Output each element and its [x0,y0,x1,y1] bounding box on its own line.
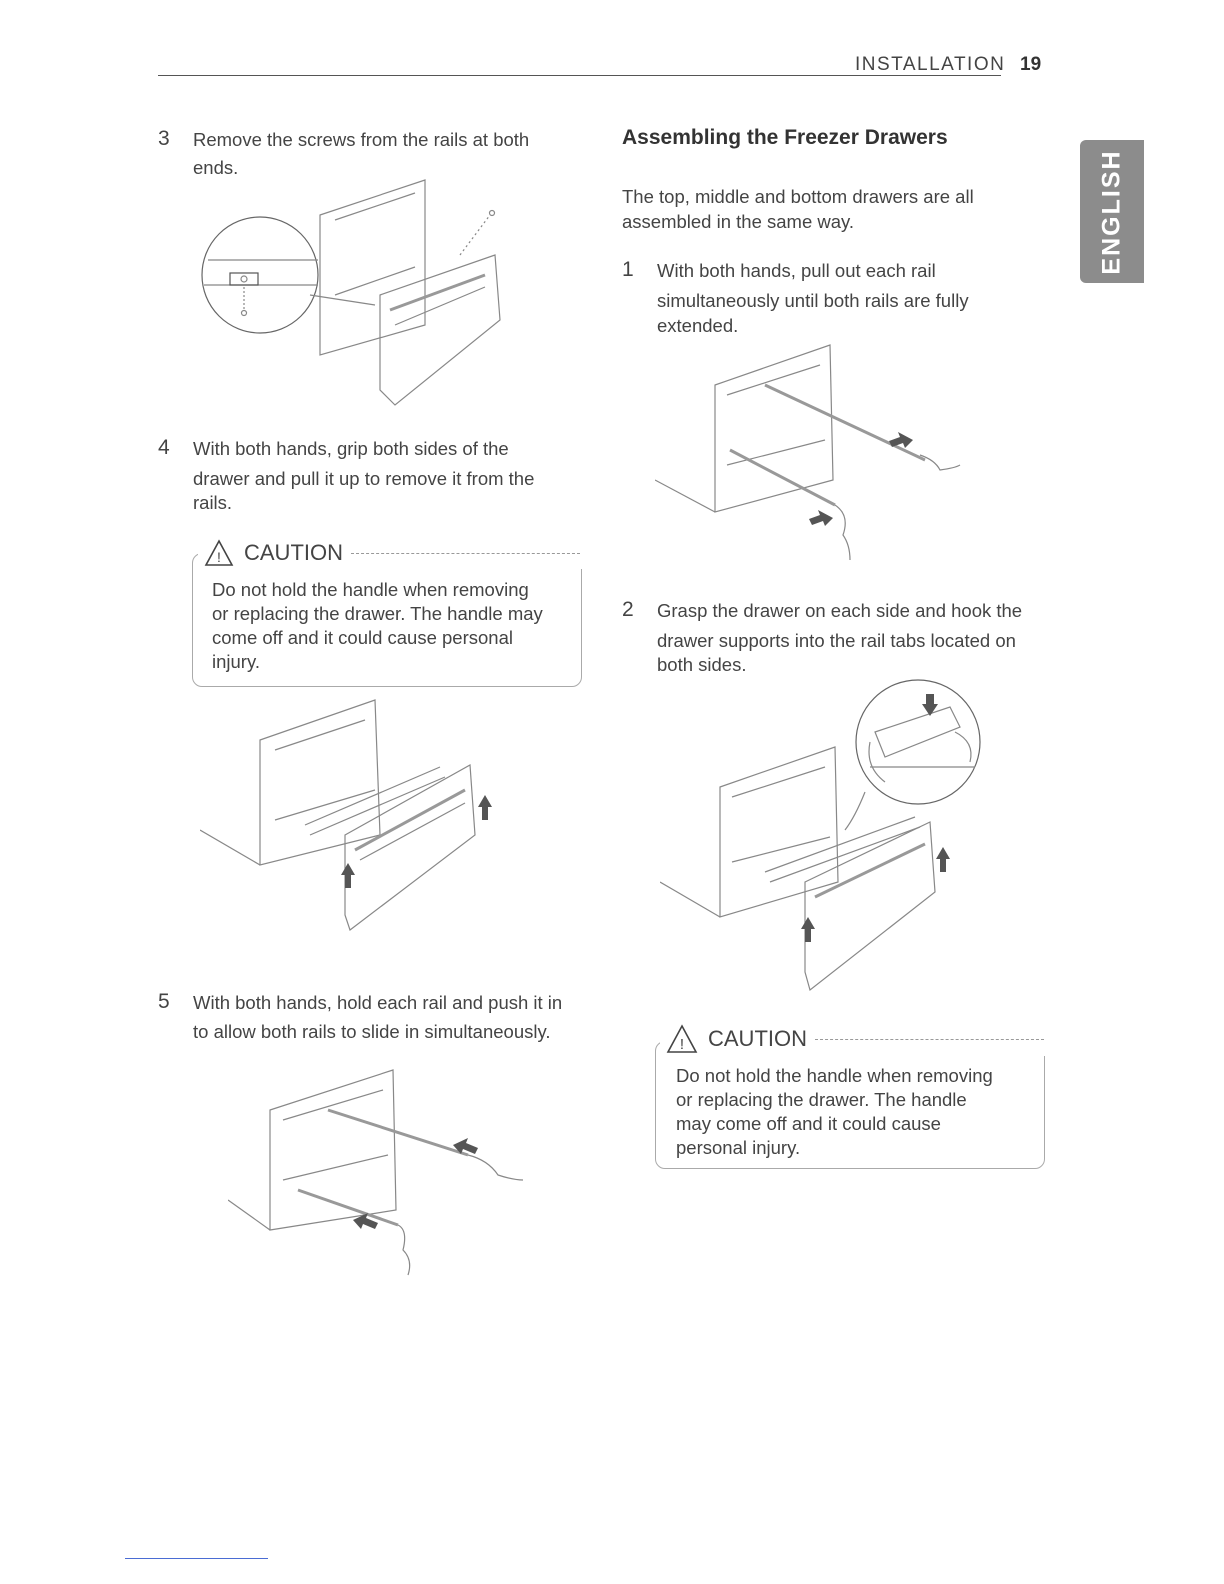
push-rails-illustration [228,1069,524,1276]
intro-line1: The top, middle and bottom drawers are a… [622,186,974,207]
caution-text-right-line1: Do not hold the handle when removing [676,1065,993,1086]
caution-header-right: ! CAUTION [660,1022,1050,1056]
step-4-text-line2: drawer and pull it up to remove it from … [193,468,535,489]
step-2-text-line2: drawer supports into the rail tabs locat… [657,630,1016,651]
page-number: 19 [1020,54,1042,75]
svg-text:!: ! [217,549,221,565]
section-title: INSTALLATION [855,54,1006,75]
language-tab-label: ENGLISH [1097,148,1126,275]
footer-line [125,1558,268,1559]
caution-text-left-line1: Do not hold the handle when removing [212,579,529,600]
step-1-number: 1 [622,258,634,281]
step-3-text-line2: ends. [193,157,239,178]
caution-text-left-line2: or replacing the drawer. The handle may [212,603,543,624]
step-1-text-line3: extended. [657,315,739,336]
drawer-removal-illustration [200,699,492,931]
caution-text-right-line3: may come off and it could cause [676,1113,941,1134]
step-4-text-line1: With both hands, grip both sides of the [193,438,509,459]
step-5-number: 5 [158,990,170,1013]
caution-text-left-line4: injury. [212,651,260,672]
step-3-text-line1: Remove the screws from the rails at both [193,129,530,150]
step-4-text-line3: rails. [193,492,233,513]
language-tab: ENGLISH [1080,140,1144,283]
caution-title-right: CAUTION [708,1026,807,1051]
hook-drawer-illustration [660,679,981,992]
caution-header-left: ! CAUTION [198,537,586,569]
header-rule [158,75,1001,76]
step-5-text-line2: to allow both rails to slide in simultan… [193,1021,551,1042]
caution-text-right-line2: or replacing the drawer. The handle [676,1089,967,1110]
step-1-text-line1: With both hands, pull out each rail [657,260,936,281]
caution-rule-left [351,552,580,554]
step-5-text-line1: With both hands, hold each rail and push… [193,992,563,1013]
section-heading: Assembling the Freezer Drawers [622,126,948,149]
warning-icon: ! [204,539,234,566]
step-3-number: 3 [158,127,170,150]
caution-rule-right [815,1038,1044,1040]
caution-title-left: CAUTION [244,540,343,565]
screw-removal-illustration [201,179,501,406]
warning-icon: ! [666,1024,698,1053]
step-2-number: 2 [622,598,634,621]
step-2-text-line3: both sides. [657,654,747,675]
pull-rails-illustration [655,344,961,561]
svg-text:!: ! [680,1036,684,1053]
step-4-number: 4 [158,436,170,459]
caution-text-right-line4: personal injury. [676,1137,801,1158]
step-2-text-line1: Grasp the drawer on each side and hook t… [657,600,1023,621]
intro-line2: assembled in the same way. [622,211,855,232]
caution-text-left-line3: come off and it could cause personal [212,627,513,648]
step-1-text-line2: simultaneously until both rails are full… [657,290,969,311]
